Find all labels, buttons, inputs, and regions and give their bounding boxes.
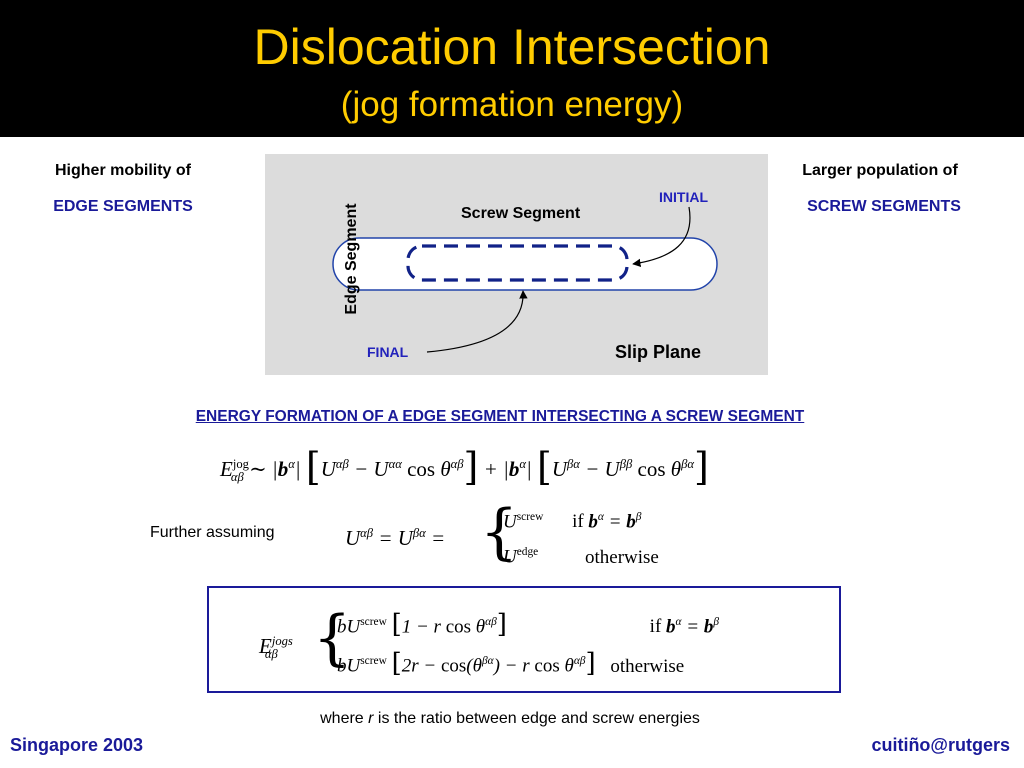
screw-segment-label: Screw Segment: [461, 205, 581, 222]
initial-dislocation-loop: [406, 244, 629, 282]
footnote-pre: where: [320, 710, 369, 727]
edge-segment-label: Edge Segment: [343, 203, 360, 315]
slip-plane-diagram: Edge Segment Screw Segment INITIAL FINAL…: [265, 154, 768, 375]
final-arrow: [426, 290, 528, 353]
right-note-line2: SCREW SEGMENTS: [807, 198, 961, 215]
section-heading: ENERGY FORMATION OF A EDGE SEGMENT INTER…: [195, 408, 805, 425]
title-bar: [0, 0, 1024, 137]
slip-plane-label: Slip Plane: [615, 342, 702, 362]
equation-assumption-brace: {: [480, 497, 519, 567]
diagram-drawing: [332, 206, 718, 353]
left-note-line2: EDGE SEGMENTS: [53, 198, 193, 215]
equation-jog-energy: Ejogαβ ~ |bα| [Uαβ − Uαα cos θαβ] + |bα|…: [220, 445, 709, 489]
footnote-post: is the ratio between edge and screw ener…: [373, 710, 700, 727]
boxed-equation-cases: bUscrew [1 − r cos θαβ] if bα = bβ bUscr…: [337, 609, 720, 679]
right-note-line1: Larger population of: [802, 162, 958, 179]
footer-right: cuitiño@rutgers: [871, 735, 1010, 755]
footnote: where r is the ratio between edge and sc…: [0, 710, 1020, 728]
initial-arrow: [632, 206, 691, 268]
left-note-line1: Higher mobility of: [55, 162, 191, 179]
final-dislocation-loop: [332, 237, 718, 291]
footer-left: Singapore 2003: [10, 735, 144, 755]
equation-assumption-cases: Uscrew if bα = bβ Uedge otherwise: [503, 511, 659, 568]
final-label: FINAL: [367, 344, 409, 360]
boxed-equation-brace: {: [313, 603, 352, 673]
further-assuming-label: Further assuming: [150, 524, 275, 541]
equation-assumption: Uαβ = Uβα =: [345, 526, 446, 550]
page-subtitle: (jog formation energy): [340, 85, 684, 124]
boxed-equation: Ejogsαβ { bUscrew [1 − r cos θαβ] if bα …: [207, 586, 841, 693]
initial-label: INITIAL: [659, 189, 708, 205]
footnote-variable: r: [368, 710, 374, 727]
page-title: Dislocation Intersection: [253, 19, 771, 75]
boxed-equation-lhs: Ejogsαβ: [259, 634, 293, 662]
